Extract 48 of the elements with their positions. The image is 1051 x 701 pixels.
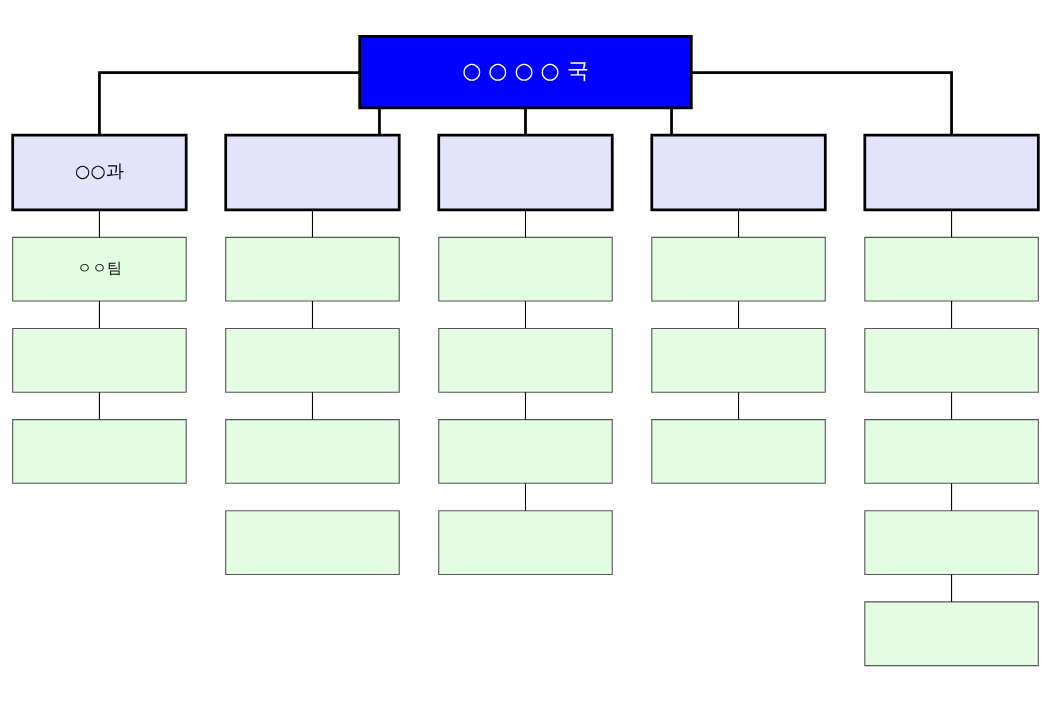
connector (738, 208, 740, 238)
connector (951, 391, 953, 420)
node-box (651, 418, 826, 484)
node-box (864, 418, 1039, 484)
connector (524, 208, 527, 238)
node-box (438, 418, 613, 484)
node-box (864, 509, 1039, 575)
connector (951, 208, 953, 238)
node-box (438, 236, 613, 302)
node-box (864, 600, 1039, 666)
node-box (225, 509, 400, 575)
connector (311, 300, 314, 329)
connector (98, 300, 100, 329)
node-box (225, 418, 400, 484)
node-box (12, 327, 187, 393)
connector (691, 70, 953, 135)
connector (98, 391, 100, 420)
node-box (863, 133, 1040, 211)
node-box (225, 236, 400, 302)
connector (311, 208, 314, 238)
node-box (864, 327, 1039, 393)
node-box: ○ ○ ○ ○ 국 (358, 34, 693, 109)
node-box (864, 236, 1039, 302)
node-box (12, 418, 187, 484)
node-box (224, 133, 401, 211)
connector (524, 300, 527, 329)
connector (524, 482, 527, 511)
connector (311, 391, 314, 420)
connector (378, 107, 381, 135)
connector (524, 107, 527, 135)
connector (670, 107, 673, 135)
node-box (651, 327, 826, 393)
node-box (437, 133, 614, 211)
connector (98, 70, 360, 135)
connector (98, 208, 100, 238)
node-box (438, 327, 613, 393)
connector (738, 300, 740, 329)
connector (951, 482, 953, 511)
node-box: ㅇㅇ팀 (12, 236, 187, 302)
node-box: ○○과 (11, 133, 188, 211)
node-box (438, 509, 613, 575)
connector (951, 573, 953, 602)
node-box (650, 133, 827, 211)
node-box (651, 236, 826, 302)
node-box (225, 327, 400, 393)
connector (524, 391, 527, 420)
connector (738, 391, 740, 420)
connector (951, 300, 953, 329)
